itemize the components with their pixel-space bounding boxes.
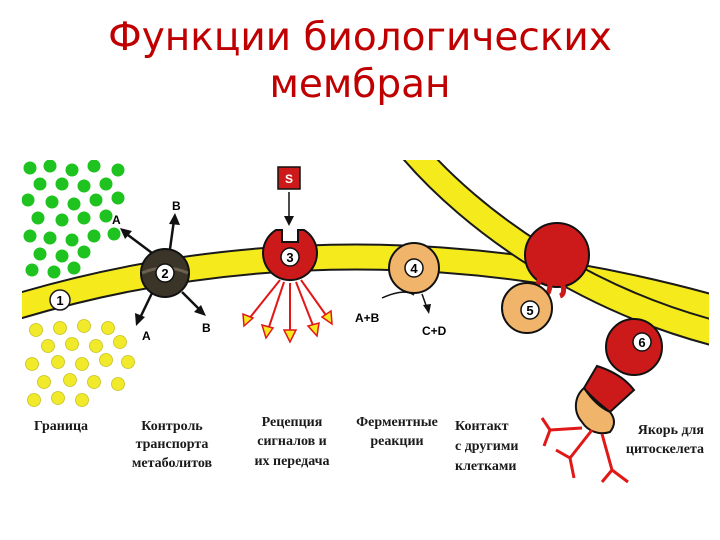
receptor-protein: S 3 xyxy=(242,166,333,344)
green-particle xyxy=(87,229,101,243)
svg-text:с другими: с другими xyxy=(455,439,518,454)
yellow-particle xyxy=(37,375,51,389)
title-line-2: мембран xyxy=(269,62,451,107)
yellow-particle xyxy=(65,337,79,351)
marker-6-label: 6 xyxy=(638,335,645,350)
green-particle xyxy=(31,211,45,225)
green-particle xyxy=(25,263,39,277)
green-particle xyxy=(99,177,113,191)
green-particle xyxy=(77,245,91,259)
page-title: Функции биологических мембран xyxy=(0,14,720,108)
svg-text:Ферментные: Ферментные xyxy=(356,415,438,430)
svg-text:Граница: Граница xyxy=(34,419,88,434)
yellow-particles xyxy=(25,319,135,407)
transporter-protein: 2 A B A B xyxy=(112,199,211,343)
yellow-particle xyxy=(63,373,77,387)
marker-5-label: 5 xyxy=(526,303,533,318)
svg-text:их передача: их передача xyxy=(254,454,329,469)
green-particle xyxy=(107,227,121,241)
green-particle xyxy=(55,249,69,263)
green-particle xyxy=(23,229,37,243)
svg-text:Рецепция: Рецепция xyxy=(262,415,323,430)
green-particle xyxy=(22,193,35,207)
marker-3-label: 3 xyxy=(286,250,293,265)
transport-label-b-top: B xyxy=(172,199,181,213)
green-particle xyxy=(55,177,69,191)
marker-2-label: 2 xyxy=(161,266,168,281)
caption-enzyme-reactions: Ферментные реакции xyxy=(356,415,438,449)
green-particle xyxy=(99,209,113,223)
marker-4-label: 4 xyxy=(410,261,418,276)
caption-border: Граница xyxy=(34,419,88,434)
svg-text:Якорь для: Якорь для xyxy=(638,423,705,438)
yellow-particle xyxy=(51,355,65,369)
diagram-canvas: 1 2 A B A B S xyxy=(22,160,709,484)
yellow-particle xyxy=(25,357,39,371)
green-particle xyxy=(111,191,125,205)
signal-label: S xyxy=(285,172,293,186)
marker-1-border: 1 xyxy=(49,289,71,311)
cytoskeleton-anchor: 6 xyxy=(540,318,663,484)
green-particle xyxy=(33,177,47,191)
caption-cytoskeleton-anchor: Якорь для цитоскелета xyxy=(626,423,705,457)
transport-label-a-top: A xyxy=(112,213,121,227)
reaction-substrate-label: A+B xyxy=(355,311,380,325)
yellow-particle xyxy=(87,375,101,389)
yellow-particle xyxy=(101,321,115,335)
yellow-particle xyxy=(121,355,135,369)
yellow-particle xyxy=(99,353,113,367)
yellow-particle xyxy=(29,323,43,337)
yellow-particle xyxy=(41,339,55,353)
transport-label-b-bottom: B xyxy=(202,321,211,335)
green-particle xyxy=(67,261,81,275)
svg-text:клетками: клетками xyxy=(455,459,516,474)
yellow-particle xyxy=(77,319,91,333)
yellow-particle xyxy=(89,339,103,353)
svg-text:транспорта: транспорта xyxy=(136,437,209,452)
svg-text:сигналов и: сигналов и xyxy=(257,434,326,449)
green-particle xyxy=(55,213,69,227)
green-particle xyxy=(67,197,81,211)
green-particle xyxy=(43,231,57,245)
yellow-particle xyxy=(75,393,89,407)
membrane-functions-diagram: 1 2 A B A B S xyxy=(22,160,709,485)
green-particle xyxy=(77,179,91,193)
title-line-1: Функции биологических xyxy=(108,15,612,60)
marker-1-label: 1 xyxy=(56,293,63,308)
caption-signal-reception: Рецепция сигналов и их передача xyxy=(254,415,329,469)
green-particle xyxy=(89,193,103,207)
green-particle xyxy=(23,161,37,175)
yellow-particle xyxy=(113,335,127,349)
svg-text:Контроль: Контроль xyxy=(141,419,203,434)
green-particle xyxy=(33,247,47,261)
svg-text:метаболитов: метаболитов xyxy=(132,456,213,471)
green-particle xyxy=(43,160,57,173)
green-particle xyxy=(77,211,91,225)
yellow-particle xyxy=(53,321,67,335)
green-particles xyxy=(22,160,125,279)
yellow-particle xyxy=(51,391,65,405)
svg-text:цитоскелета: цитоскелета xyxy=(626,442,704,457)
caption-transport-control: Контроль транспорта метаболитов xyxy=(132,419,213,471)
enzyme-protein: 4 A+B C+D xyxy=(355,242,447,338)
green-particle xyxy=(65,163,79,177)
captions: Граница Контроль транспорта метаболитов … xyxy=(34,415,704,474)
yellow-particle xyxy=(27,393,41,407)
green-particle xyxy=(47,265,61,279)
actin-filaments xyxy=(540,417,629,484)
green-particle xyxy=(65,233,79,247)
cell-contact-proteins: 5 xyxy=(501,222,590,334)
yellow-particle xyxy=(75,357,89,371)
green-particle xyxy=(111,163,125,177)
svg-text:Контакт: Контакт xyxy=(455,419,509,434)
green-particle xyxy=(45,195,59,209)
caption-cell-contact: Контакт с другими клетками xyxy=(455,419,518,474)
svg-text:реакции: реакции xyxy=(370,434,423,449)
signal-arrows xyxy=(247,279,329,334)
reaction-product-label: C+D xyxy=(422,324,447,338)
green-particle xyxy=(87,160,101,173)
transport-label-a-bottom: A xyxy=(142,329,151,343)
yellow-particle xyxy=(111,377,125,391)
